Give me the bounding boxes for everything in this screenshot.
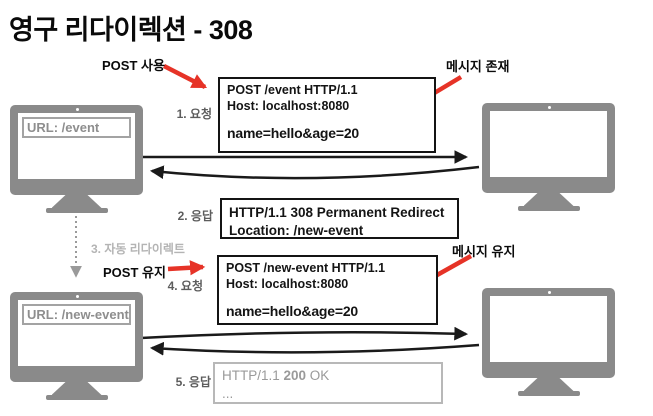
step1-label: 1. 요청 xyxy=(176,107,212,121)
camera-dot-icon xyxy=(75,295,79,298)
camera-dot-icon xyxy=(547,106,551,109)
request1-body-line: name=hello&age=20 xyxy=(227,125,359,142)
response1-protocol: HTTP/1.1 xyxy=(229,205,291,220)
server-monitor-2 xyxy=(482,288,615,396)
request1-start-line: POST /event HTTP/1.1 xyxy=(227,83,427,99)
step3-label: 3. 자동 리다이렉트 xyxy=(91,242,185,256)
client-monitor-1-body: URL: /event xyxy=(10,105,143,195)
server-monitor-1 xyxy=(482,103,615,211)
arrow-request-2 xyxy=(140,326,469,341)
arrow-post-kept xyxy=(167,260,206,276)
client-monitor-2-screen: URL: /new-event xyxy=(18,300,135,366)
arrow-response-1 xyxy=(149,165,480,180)
response1-box: HTTP/1.1 308 Permanent Redirect Location… xyxy=(220,198,459,239)
step5-label: 5. 응답 xyxy=(175,375,211,389)
response2-code: 200 xyxy=(283,368,307,383)
monitor-stand xyxy=(51,382,102,395)
server-monitor-2-screen xyxy=(490,296,607,362)
response1-location-line: Location: /new-event xyxy=(229,222,364,238)
request2-host-line: Host: localhost:8080 xyxy=(226,276,349,291)
response2-status-text: OK xyxy=(306,368,330,383)
arrow-response-2 xyxy=(149,341,480,356)
arrow-post-usage xyxy=(162,63,208,90)
request1-method: POST xyxy=(227,83,262,97)
message-kept-label: 메시지 유지 xyxy=(452,244,516,259)
response2-box: HTTP/1.1 200 OK ... xyxy=(213,362,443,404)
request2-box: POST /new-event HTTP/1.1 Host: localhost… xyxy=(217,255,438,325)
server-monitor-2-body xyxy=(482,288,615,378)
response2-ellipsis: ... xyxy=(222,385,234,401)
client-monitor-1-screen: URL: /event xyxy=(18,113,135,179)
monitor-stand xyxy=(523,193,574,206)
camera-dot-icon xyxy=(547,291,551,294)
post-usage-label: POST 사용 xyxy=(102,58,165,73)
message-exists-label: 메시지 존재 xyxy=(446,59,510,74)
monitor-stand xyxy=(523,378,574,391)
monitor-base xyxy=(517,391,580,396)
camera-dot-icon xyxy=(75,108,79,111)
post-kept-label: POST 유지 xyxy=(103,265,166,280)
step2-label: 2. 응답 xyxy=(177,209,213,223)
monitor-base xyxy=(45,395,108,400)
page-title: 영구 리다이렉션 - 308 xyxy=(9,15,253,45)
client1-url-label: URL: /event xyxy=(27,120,100,135)
client-monitor-1: URL: /event xyxy=(10,105,143,213)
response1-status: 308 Permanent Redirect xyxy=(290,205,445,220)
client1-url-box: URL: /event xyxy=(22,117,131,138)
request2-body-line: name=hello&age=20 xyxy=(226,303,358,320)
client2-url-box: URL: /new-event xyxy=(22,304,131,325)
request2-method: POST xyxy=(226,261,261,275)
request2-target: /new-event HTTP/1.1 xyxy=(260,261,386,275)
client-monitor-2: URL: /new-event xyxy=(10,292,143,400)
request2-start-line: POST /new-event HTTP/1.1 xyxy=(226,261,429,277)
response2-status-line: HTTP/1.1 200 OK xyxy=(222,367,434,385)
server-monitor-1-body xyxy=(482,103,615,193)
client-monitor-2-body: URL: /new-event xyxy=(10,292,143,382)
request1-box: POST /event HTTP/1.1 Host: localhost:808… xyxy=(218,77,436,153)
response2-protocol: HTTP/1.1 xyxy=(222,368,284,383)
client2-url-label: URL: /new-event xyxy=(27,307,129,322)
request1-target: /event HTTP/1.1 xyxy=(261,83,358,97)
monitor-base xyxy=(45,208,108,213)
request1-host-line: Host: localhost:8080 xyxy=(227,98,350,113)
step4-label: 4. 요청 xyxy=(167,279,203,293)
server-monitor-1-screen xyxy=(490,111,607,177)
monitor-base xyxy=(517,206,580,211)
monitor-stand xyxy=(51,195,102,208)
response1-status-line: HTTP/1.1 308 Permanent Redirect xyxy=(229,204,450,222)
